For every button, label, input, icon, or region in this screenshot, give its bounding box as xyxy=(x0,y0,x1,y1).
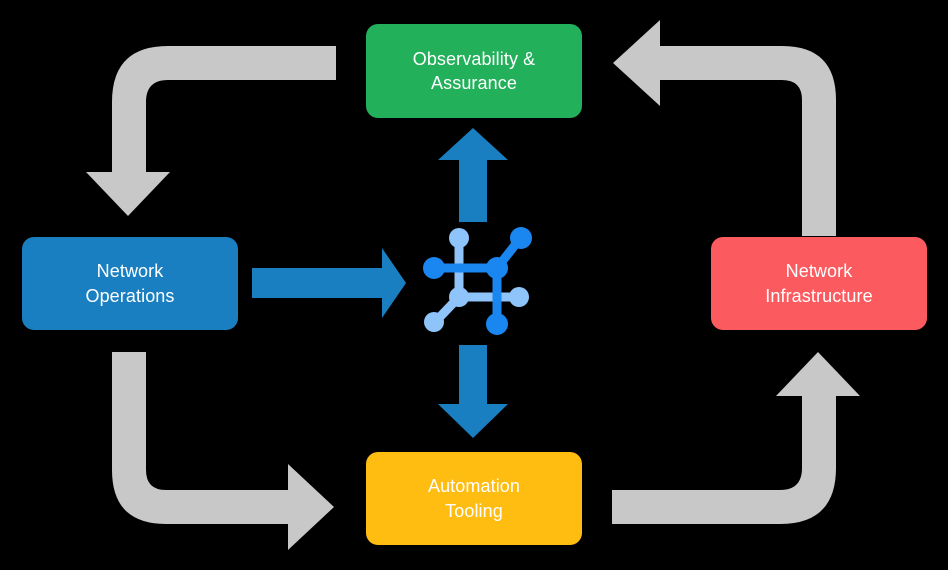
node-box-network-operations[interactable]: Network Operations xyxy=(22,237,238,330)
blue-arrow-center-to-auto xyxy=(438,345,508,438)
node-box-automation-tooling[interactable]: Automation Tooling xyxy=(366,452,582,545)
node-label-network-infrastructure: Network Infrastructure xyxy=(765,261,873,306)
network-topology-icon xyxy=(423,227,532,335)
node-label-observability: Observability & Assurance xyxy=(412,48,536,93)
node-box-network-infrastructure[interactable]: Network Infrastructure xyxy=(711,237,927,330)
node-label-automation-tooling: Automation Tooling xyxy=(427,476,521,521)
gray-arrow-ops-to-auto xyxy=(112,352,334,550)
node-label-network-operations: Network Operations xyxy=(85,261,175,306)
blue-arrow-ops-to-center xyxy=(252,248,406,318)
gray-arrow-infra-to-obs xyxy=(613,20,836,236)
gray-arrow-auto-to-infra xyxy=(612,352,860,524)
node-box-observability[interactable]: Observability & Assurance xyxy=(366,24,582,118)
gray-arrow-obs-to-ops xyxy=(86,46,336,216)
blue-arrow-center-to-obs xyxy=(438,128,508,222)
